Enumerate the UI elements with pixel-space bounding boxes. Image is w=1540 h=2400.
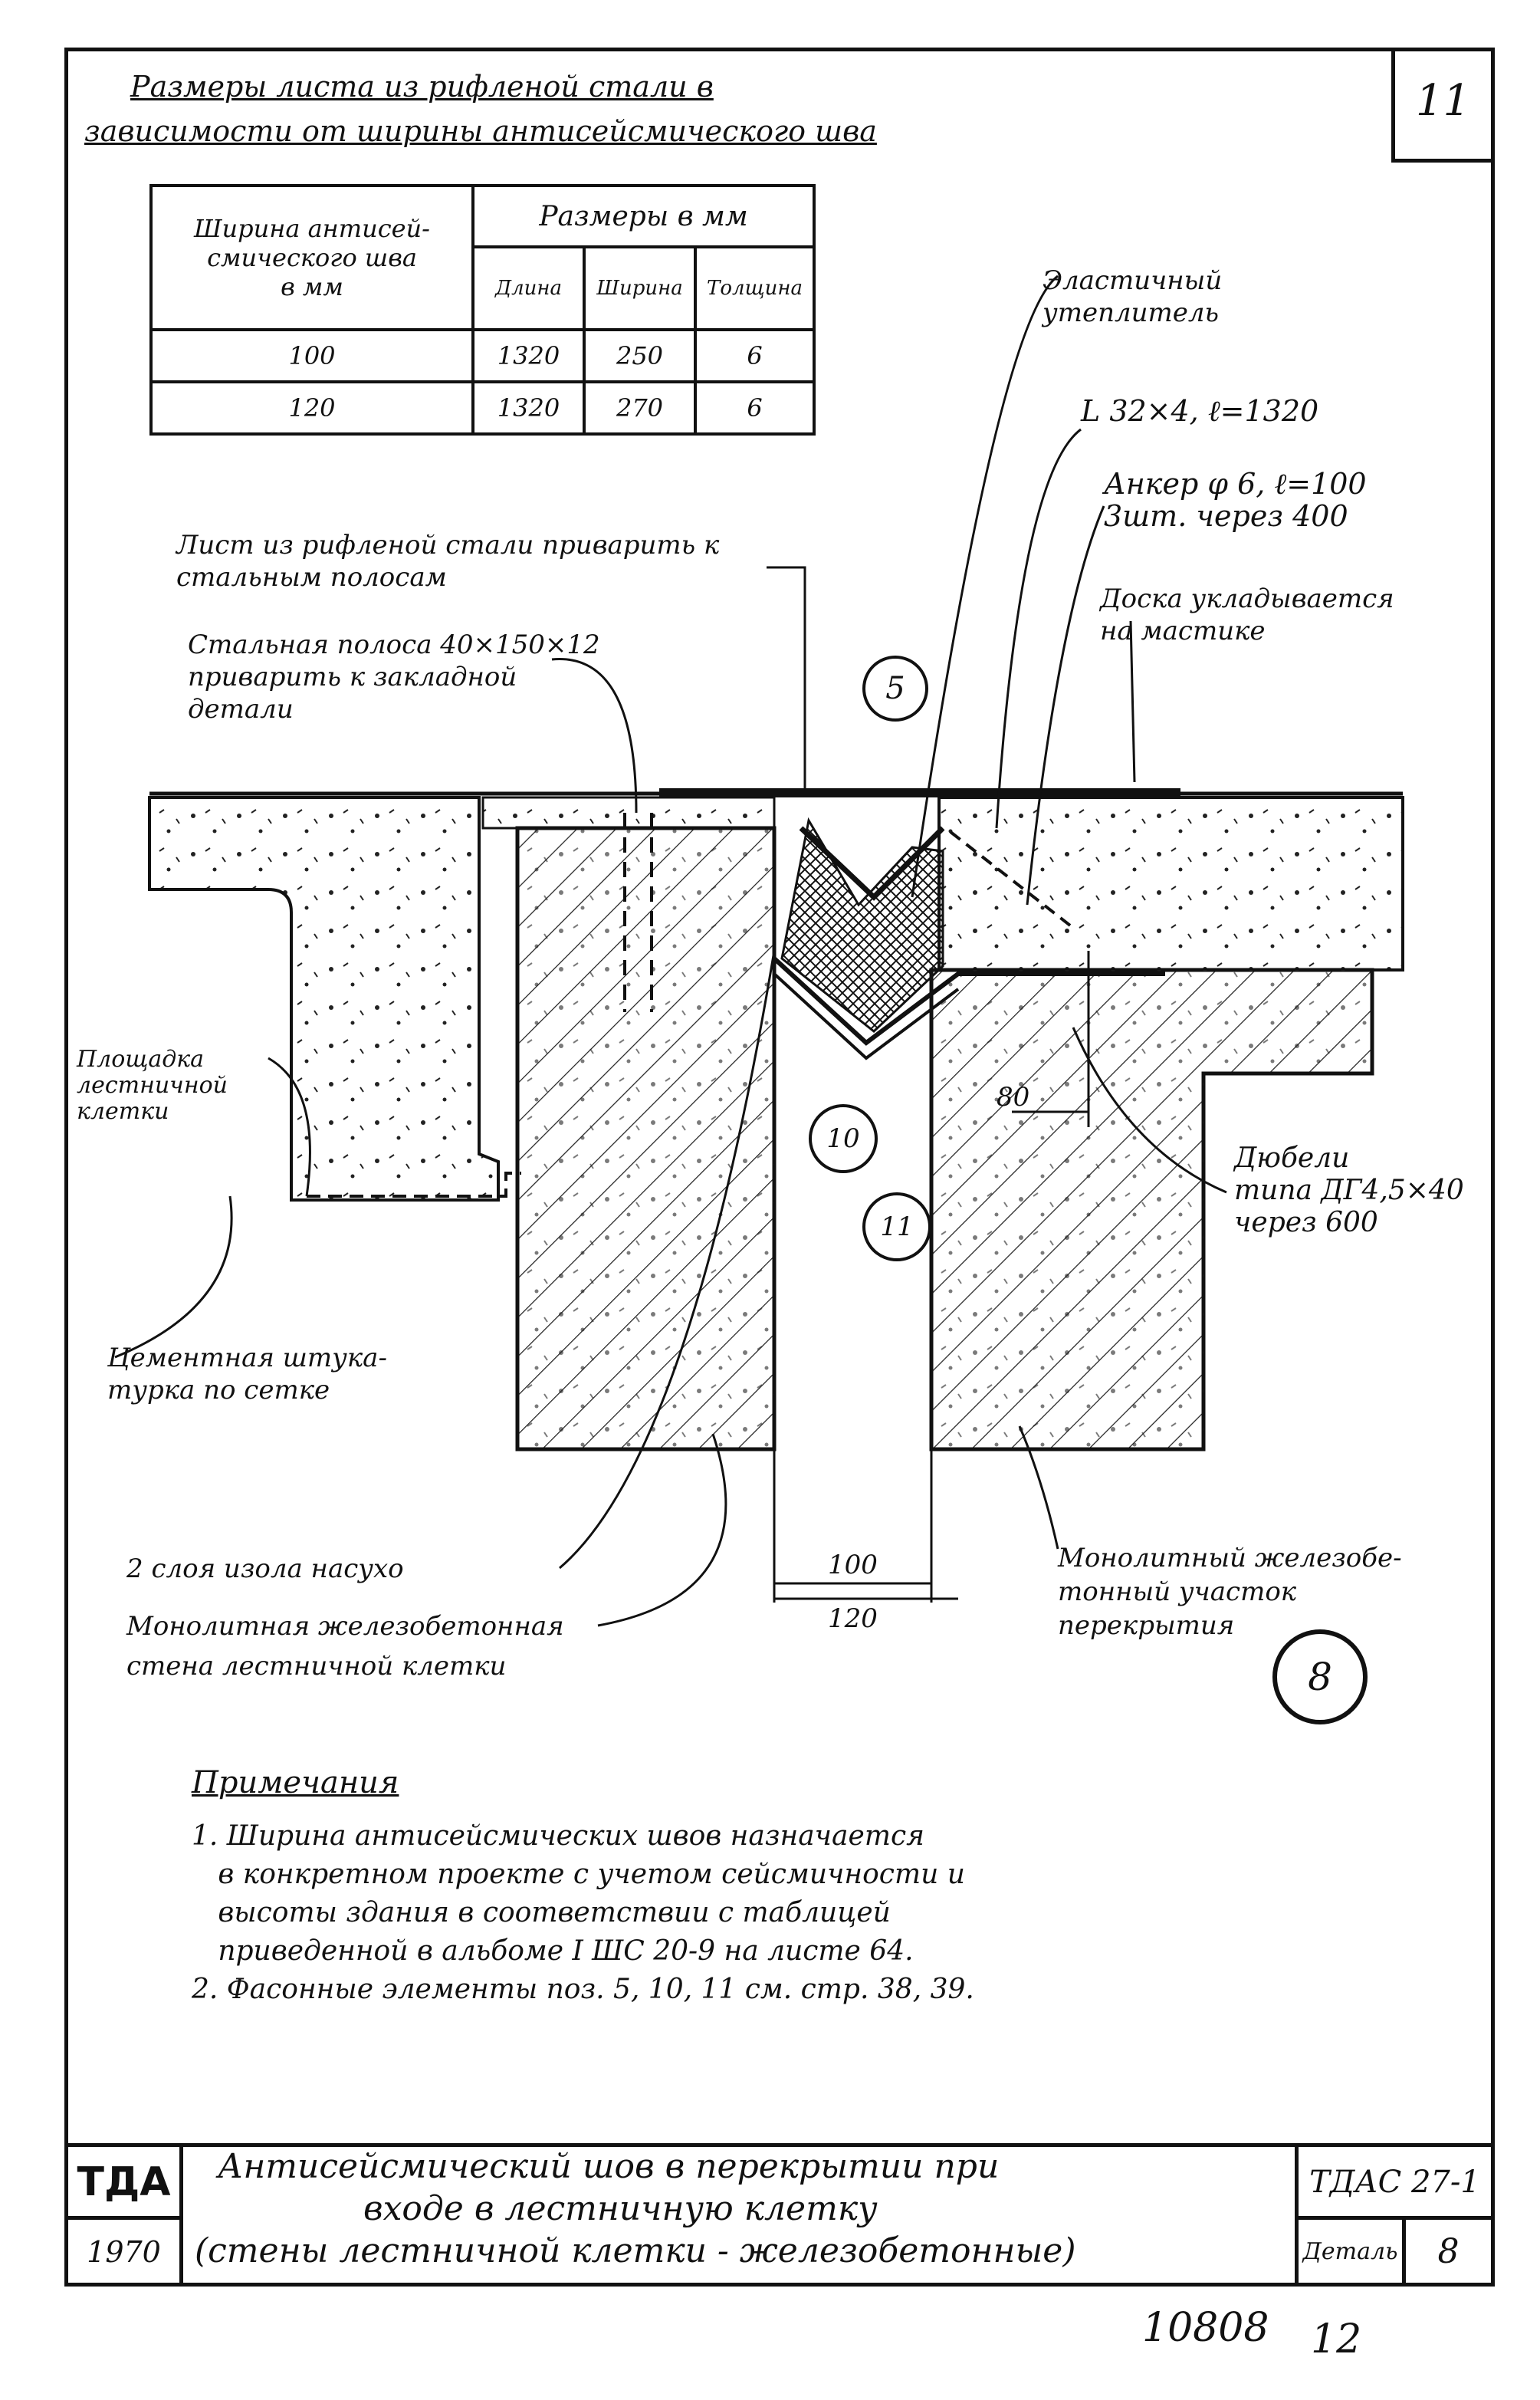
stamp-detail-label: Деталь xyxy=(1295,2216,1406,2287)
stamp-code: ТДАС 27-1 xyxy=(1295,2143,1495,2220)
page-number: 12 xyxy=(1311,2316,1362,2362)
table-col1-header: Ширина антисей- смического шва в мм xyxy=(149,184,474,331)
elastic-insulation xyxy=(780,817,944,1033)
table-subheader-length: Длина xyxy=(471,245,586,331)
stamp-detail-value: 8 xyxy=(1402,2216,1495,2287)
landing-slab xyxy=(148,796,500,1202)
table-cell: 6 xyxy=(694,380,816,436)
dim-100: 100 xyxy=(828,1550,878,1580)
table-cell: 1320 xyxy=(471,380,586,436)
dim-120: 120 xyxy=(828,1603,878,1634)
table-cell: 250 xyxy=(583,328,697,383)
label-plaster: Цементная штука- турка по сетке xyxy=(107,1343,387,1405)
stamp-org: ТДА xyxy=(64,2143,183,2220)
stamp-title-line2: входе в лестничную клетку xyxy=(363,2189,878,2228)
label-dowels: Дюбели типа ДГ4,5×40 через 600 xyxy=(1234,1142,1464,1238)
label-angle: L 32×4, ℓ=1320 xyxy=(1081,394,1319,428)
table-row: 120 1320 270 6 xyxy=(149,380,816,436)
notes-heading: Примечания xyxy=(192,1765,399,1800)
position-11-marker: 11 xyxy=(862,1192,931,1261)
table-cell: 1320 xyxy=(471,328,586,383)
label-strip: Стальная полоса 40×150×12 приварить к за… xyxy=(188,630,600,725)
stamp-title-line3: (стены лестничной клетки - железобетонны… xyxy=(195,2231,1076,2270)
position-10-marker: 10 xyxy=(809,1104,878,1173)
right-floor xyxy=(937,796,1404,972)
sheet-number: 11 xyxy=(1391,48,1491,163)
label-elastic: Эластичный утеплитель xyxy=(1043,265,1223,328)
label-anchor: Анкер φ 6, ℓ=100 3шт. через 400 xyxy=(1104,467,1367,533)
dim-80: 80 xyxy=(997,1082,1030,1113)
header-title-line2: зависимости от ширины антисейсмического … xyxy=(84,114,877,148)
archive-number: 10808 xyxy=(1142,2305,1269,2351)
table-cell: 100 xyxy=(149,328,474,383)
notes-block: Примечания 1. Ширина антисейсмических шв… xyxy=(192,1764,974,2009)
title-block: ТДА 1970 Антисейсмический шов в перекрыт… xyxy=(64,2143,1495,2287)
note-2: 2. Фасонные элементы поз. 5, 10, 11 см. … xyxy=(192,1974,974,2005)
table-cell: 120 xyxy=(149,380,474,436)
sizes-table: Ширина антисей- смического шва в мм Разм… xyxy=(149,184,816,436)
note-1: 1. Ширина антисейсмических швов назначае… xyxy=(192,1820,965,1967)
stamp-title-line1: Антисейсмический шов в перекрытии при xyxy=(218,2147,1000,2186)
checker-plate xyxy=(659,788,1180,797)
table-subheader-width: Ширина xyxy=(583,245,697,331)
label-wall: Монолитная железобетонная стена лестничн… xyxy=(126,1611,564,1682)
table-cell: 270 xyxy=(583,380,697,436)
table-subheader-thickness: Толщина xyxy=(694,245,816,331)
table-cell: 6 xyxy=(694,328,816,383)
label-board: Доска укладывается на мастике xyxy=(1100,584,1394,646)
label-slab: Монолитный железобе- тонный участок пере… xyxy=(1058,1543,1402,1641)
table-group-header: Размеры в мм xyxy=(471,184,816,248)
anchor xyxy=(949,830,1075,929)
left-screed xyxy=(481,796,776,830)
label-sheet-weld: Лист из рифленой стали приварить к сталь… xyxy=(176,530,720,593)
header-title-line1: Размеры листа из рифленой стали в xyxy=(130,70,714,104)
plaster-mesh xyxy=(307,1172,521,1198)
element-11 xyxy=(773,972,960,1060)
table-row: 100 1320 250 6 xyxy=(149,328,816,383)
label-isol: 2 слоя изола насухо xyxy=(126,1553,404,1584)
detail-8-marker: 8 xyxy=(1272,1629,1368,1724)
element-10 xyxy=(772,956,1165,1046)
label-landing: Площадка лестничной клетки xyxy=(77,1046,228,1125)
position-5-marker: 5 xyxy=(862,656,928,722)
stamp-year: 1970 xyxy=(64,2216,183,2287)
